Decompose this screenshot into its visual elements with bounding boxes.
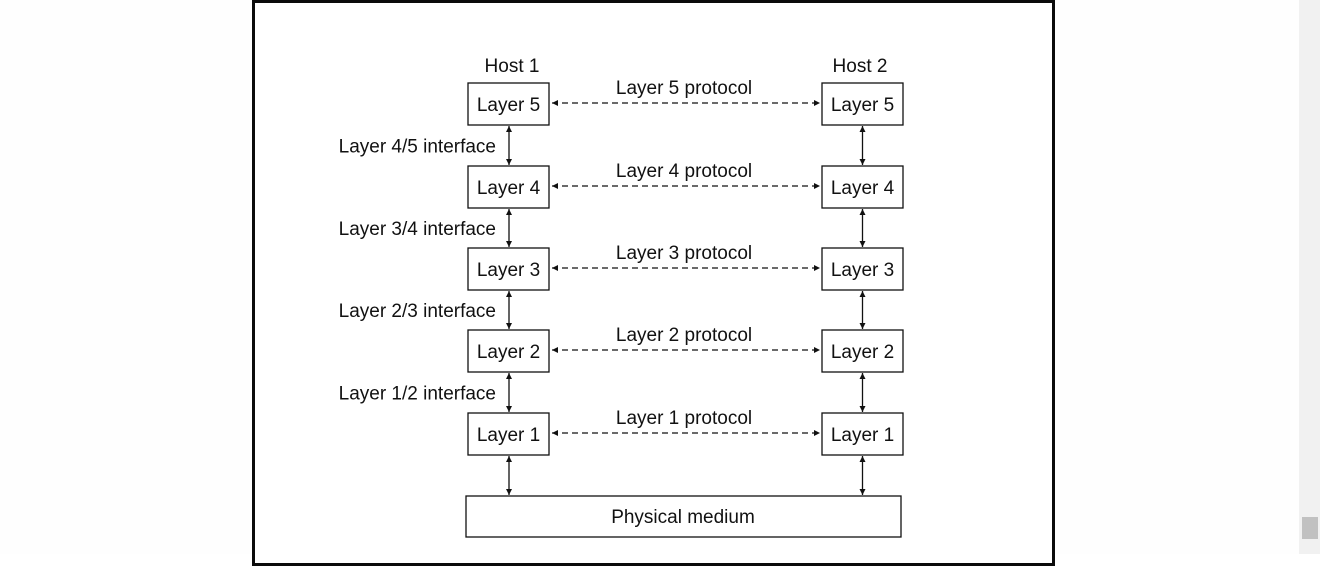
host-2-layer-4-label: Layer 4	[831, 178, 895, 199]
layer-5-row: Layer 5 Layer 5 Layer 5 protocol	[467, 78, 904, 126]
host-1-layer-2-box	[467, 329, 550, 373]
host-2-layer-4-box	[821, 165, 904, 209]
layered-protocol-diagram: Host 1 Host 2 Layer 5 Layer 5 Layer 5 prot…	[339, 56, 904, 538]
interface-label: Layer 1/2 interface	[339, 384, 496, 405]
layer-4-protocol-label: Layer 4 protocol	[616, 161, 752, 182]
host-2-layer-2-label: Layer 2	[831, 342, 894, 363]
host-1-label: Host 1	[485, 56, 540, 77]
interface-3: Layer 2/3 interface	[339, 291, 866, 329]
vertical-scrollbar[interactable]	[1299, 0, 1320, 554]
host-1-layer-5-label: Layer 5	[477, 95, 540, 116]
host-1-layer-5-box	[467, 82, 550, 126]
host-2-label: Host 2	[833, 56, 888, 77]
host-2-layer-5-box	[821, 82, 904, 126]
host-1-layer-4-label: Layer 4	[477, 178, 541, 199]
layer-1-row: Layer 1 Layer 1 Layer 1 protocol	[467, 408, 904, 456]
interface-4: Layer 1/2 interface	[339, 373, 866, 412]
interface-1: Layer 4/5 interface	[339, 126, 866, 165]
host-1-layer-3-label: Layer 3	[477, 260, 540, 281]
host-1-layer-4-box	[467, 165, 550, 209]
host-2-layer-5-label: Layer 5	[831, 95, 894, 116]
page-viewport: Host 1 Host 2 Layer 5 Layer 5 Layer 5 prot…	[252, 0, 1055, 566]
host-2-layer-3-label: Layer 3	[831, 260, 894, 281]
host-2-layer-1-box	[821, 412, 904, 456]
layer-5-protocol-label: Layer 5 protocol	[616, 78, 752, 99]
physical-medium-label: Physical medium	[611, 507, 755, 528]
layer-2-protocol-label: Layer 2 protocol	[616, 325, 752, 346]
scrollbar-thumb[interactable]	[1302, 517, 1318, 539]
interface-2: Layer 3/4 interface	[339, 209, 866, 247]
figure-frame	[252, 0, 1055, 566]
host-2-layer-3-box	[821, 247, 904, 291]
host-1-layer-3-box	[467, 247, 550, 291]
interface-label: Layer 4/5 interface	[339, 137, 496, 158]
host-1-layer-2-label: Layer 2	[477, 342, 540, 363]
layer-4-row: Layer 4 Layer 4 Layer 4 protocol	[467, 161, 904, 209]
physical-medium-box	[465, 495, 902, 538]
layer-3-protocol-label: Layer 3 protocol	[616, 243, 752, 264]
layer-2-row: Layer 2 Layer 2 Layer 2 protocol	[467, 325, 904, 373]
host-1-layer-1-box	[467, 412, 550, 456]
layer-3-row: Layer 3 Layer 3 Layer 3 protocol	[467, 243, 904, 291]
layer-1-protocol-label: Layer 1 protocol	[616, 408, 752, 429]
host-1-layer-1-label: Layer 1	[477, 425, 540, 446]
interface-label: Layer 2/3 interface	[339, 301, 496, 322]
host-2-layer-2-box	[821, 329, 904, 373]
host-2-layer-1-label: Layer 1	[831, 425, 894, 446]
physical-links	[506, 456, 866, 495]
interface-label: Layer 3/4 interface	[339, 219, 496, 240]
